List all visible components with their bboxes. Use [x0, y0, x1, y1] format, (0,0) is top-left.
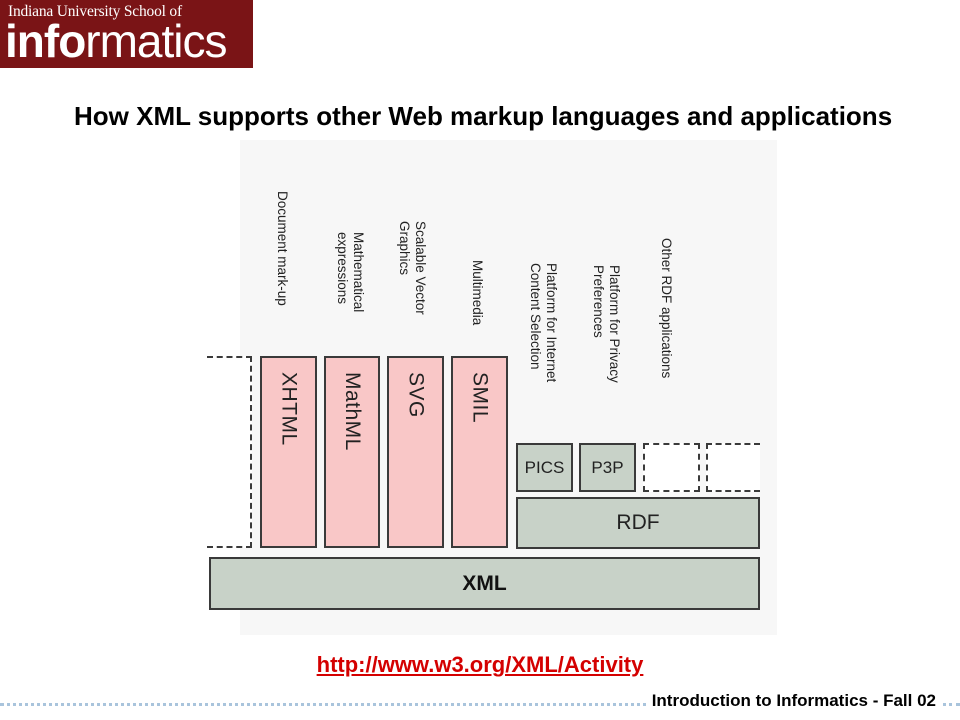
footer-divider: [0, 703, 960, 706]
logo-wordmark-bold: info: [5, 15, 86, 67]
label-document-markup: Document mark-up: [275, 191, 290, 306]
rdf-box: RDF: [516, 497, 760, 549]
placeholder-dashed-box: [207, 356, 252, 548]
pics-label: PICS: [524, 457, 565, 477]
slide-title: How XML supports other Web markup langua…: [74, 101, 893, 131]
p3p-box: P3P: [579, 443, 636, 492]
pics-box: PICS: [516, 443, 573, 492]
label-other-rdf-applications: Other RDF applications: [659, 238, 674, 379]
logo-wordmark: informatics: [5, 15, 228, 67]
rdf-app-placeholder-box-2: [706, 443, 760, 492]
rdf-app-placeholder-box: [643, 443, 700, 492]
xml-box: XML: [209, 557, 760, 610]
logo-school-name: Indiana University School of: [8, 3, 182, 20]
informatics-logo: Indiana University School of informatics: [0, 0, 253, 68]
mathml-box: MathML: [324, 356, 380, 548]
w3c-activity-link-text[interactable]: http://www.w3.org/XML/Activity: [316, 652, 644, 677]
xml-label: XML: [462, 571, 507, 595]
svg-box: SVG: [387, 356, 444, 548]
smil-label: SMIL: [468, 372, 492, 424]
p3p-label: P3P: [591, 457, 624, 477]
label-mathematical-expressions: Mathematical expressions: [335, 232, 366, 313]
logo-wordmark-rest: rmatics: [85, 15, 227, 67]
smil-box: SMIL: [451, 356, 508, 548]
label-internet-content-selection: Platform for Internet Content Selection: [528, 263, 559, 383]
w3c-activity-link[interactable]: http://www.w3.org/XML/Activity: [0, 652, 960, 678]
xhtml-label: XHTML: [277, 372, 301, 446]
rdf-label: RDF: [616, 511, 660, 534]
xhtml-box: XHTML: [260, 356, 317, 548]
label-privacy-preferences: Platform for Privacy Preferences: [591, 265, 622, 383]
label-scalable-vector-graphics: Scalable Vector Graphics: [397, 221, 428, 315]
footer-course-name: Introduction to Informatics - Fall 02: [647, 691, 940, 711]
label-multimedia: Multimedia: [470, 260, 485, 326]
svg-label: SVG: [404, 372, 428, 418]
mathml-label: MathML: [341, 372, 364, 451]
